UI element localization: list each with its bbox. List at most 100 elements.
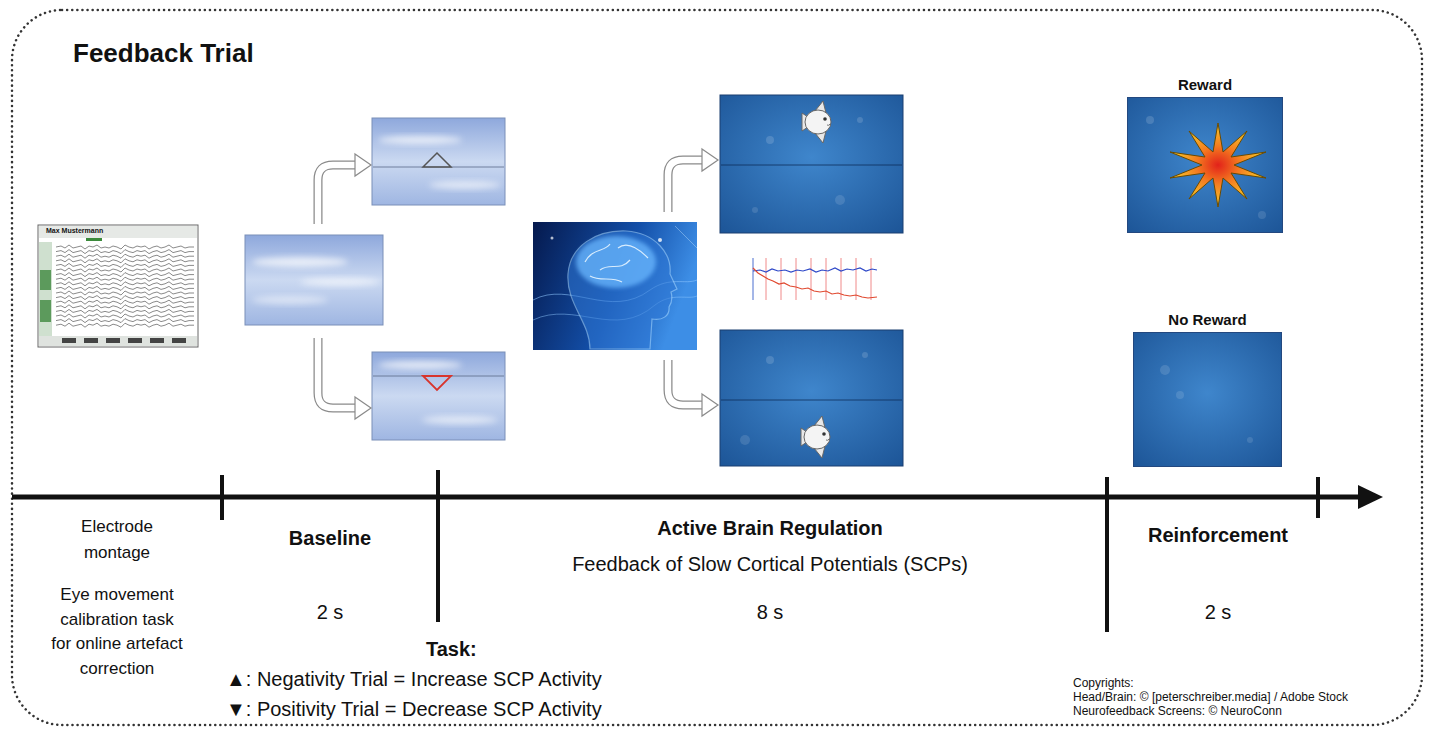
eeg-screenshot (128, 338, 142, 343)
diagram-title: Feedback Trial (73, 38, 254, 69)
timeline-axis (220, 475, 224, 520)
brain-picture (658, 238, 662, 242)
timeline-axis (1105, 477, 1109, 632)
brain-picture (568, 231, 677, 349)
brain-picture (551, 237, 554, 240)
brain-picture (675, 226, 697, 248)
reward-screen-picture (1258, 211, 1266, 219)
feedback-screen (857, 117, 863, 123)
curved-arrow (318, 149, 718, 419)
curved-arrow (318, 165, 357, 224)
phase-name: Baseline (289, 526, 371, 550)
eeg-screenshot (56, 277, 194, 281)
curved-arrow (702, 149, 718, 171)
eeg-screenshot (56, 254, 194, 258)
negativity-cue-screen (372, 118, 505, 205)
curved-arrow (318, 165, 358, 224)
copyright-note: Copyrights: (1073, 677, 1134, 691)
baseline-screen (252, 257, 348, 267)
eeg-screenshot (56, 250, 194, 254)
scp-signal-plot (752, 257, 878, 301)
scp-signal-plot (811, 258, 812, 300)
curved-arrow (318, 338, 357, 408)
feedback-screen (802, 101, 831, 143)
feedback-screen (721, 400, 902, 401)
phase-step: Eye movement calibration task for online… (49, 583, 185, 682)
eeg-screenshot (56, 305, 194, 309)
eeg-screenshot (39, 242, 52, 346)
baseline-screen (300, 278, 380, 286)
eeg-screenshot (56, 296, 194, 300)
positivity-cue-screen (372, 352, 505, 440)
eeg-screenshot (56, 245, 194, 249)
timeline-axis (12, 495, 1362, 500)
no-reward-screen-picture (1133, 332, 1282, 467)
curved-arrow (318, 338, 358, 408)
timeline-axis (12, 470, 1383, 632)
timeline-axis (436, 470, 440, 622)
brain-picture (585, 244, 648, 282)
curved-arrow (668, 160, 704, 212)
curved-arrow (702, 394, 718, 416)
no-reward-screen: No Reward (1133, 332, 1282, 467)
task-line: ▲: Negativity Trial = Increase SCP Activ… (226, 667, 602, 691)
positivity-cue-screen (422, 416, 498, 424)
baseline-screen (245, 235, 383, 325)
eeg-screenshot (56, 291, 194, 295)
brain-picture (533, 222, 697, 350)
feedback-screen (835, 195, 845, 205)
scp-signal-plot (766, 258, 767, 300)
phase-duration: 8 s (757, 600, 784, 624)
brain-picture (533, 222, 697, 350)
eeg-screenshot (150, 338, 164, 343)
curved-arrow (355, 397, 371, 419)
reward-screen: Reward (1127, 97, 1283, 233)
curved-arrow (355, 154, 371, 176)
feedback-screen (801, 416, 830, 458)
feedback-screen (766, 136, 774, 144)
negativity-cue-screen (372, 118, 505, 205)
phase-step: Electrode montage (61, 514, 173, 565)
phase-duration: 2 s (1205, 600, 1232, 624)
eeg-screenshot (56, 259, 194, 263)
phase-subtitle: Feedback of Slow Cortical Potentials (SC… (572, 552, 968, 576)
eeg-screenshot (56, 314, 194, 318)
eeg-screenshot (56, 319, 194, 323)
feedback-screen (766, 356, 774, 364)
timeline-axis (1358, 485, 1383, 509)
screen-heading: No Reward (1168, 311, 1246, 328)
eeg-screenshot (40, 270, 51, 290)
baseline-screen (252, 296, 328, 304)
feedback-screen (720, 95, 903, 233)
phase-name: Reinforcement (1148, 523, 1288, 547)
curved-arrow (668, 360, 704, 405)
reward-screen-picture (1146, 116, 1154, 124)
no-reward-screen-picture (1160, 365, 1170, 375)
reward-screen-picture (1127, 97, 1283, 233)
negativity-cue-screen (429, 181, 501, 189)
eeg-screenshot (39, 226, 197, 238)
eeg-screenshot (56, 309, 194, 313)
scp-signal-plot (781, 258, 782, 300)
curved-arrow (668, 360, 705, 405)
eeg-screenshot (56, 263, 194, 267)
eeg-screenshot (56, 323, 194, 327)
negativity-cue-screen (378, 136, 462, 144)
positivity-cue-screen (378, 361, 462, 369)
feedback-screen (752, 207, 758, 213)
no-reward-screen-picture (1133, 332, 1282, 467)
eeg-screenshot (56, 282, 194, 286)
eeg-screenshot (86, 238, 102, 241)
eeg-patient-name: Max Mustermann (46, 227, 103, 235)
scp-signal-plot (752, 257, 878, 301)
scp-signal-plot (826, 258, 827, 300)
feedback-screen (862, 352, 868, 358)
scp-signal-plot (796, 258, 797, 300)
eeg-screenshot (62, 338, 76, 343)
eeg-screenshot (84, 338, 98, 343)
eeg-screenshot (56, 300, 194, 304)
timeline-axis (1316, 477, 1320, 518)
eeg-screenshot (56, 273, 194, 277)
task-heading: Task: (426, 637, 477, 661)
